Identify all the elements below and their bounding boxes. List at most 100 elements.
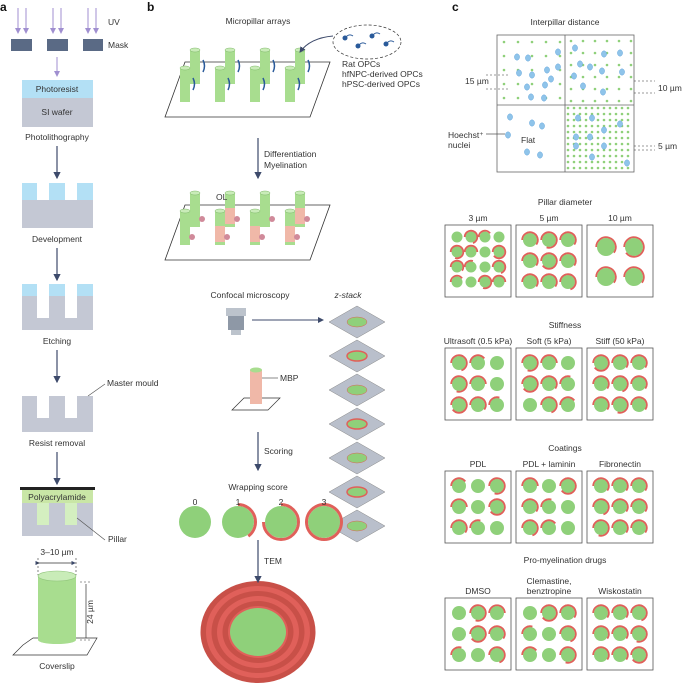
myelin-wrap	[521, 252, 539, 267]
myelin-wrap	[463, 259, 474, 268]
myelin-wrap	[521, 625, 533, 635]
pillar	[632, 627, 646, 641]
pillar-dot	[581, 75, 585, 79]
pillar-dot	[502, 82, 506, 86]
panel-b: b Micropillar arrays Rat OPCs hfNPC-deri…	[147, 0, 423, 683]
pillar-width-label: 3–10 µm	[40, 547, 73, 557]
myelin-wrap	[540, 498, 552, 508]
opc-process	[344, 34, 354, 39]
pillar-cast	[37, 503, 49, 525]
opc-cell	[262, 77, 266, 91]
nucleus	[525, 54, 531, 62]
pillar-dot	[602, 148, 606, 152]
pillar-dot	[590, 166, 594, 170]
wrapping-score-title: Wrapping score	[228, 482, 288, 492]
pillar	[452, 500, 466, 514]
pillar	[632, 606, 646, 620]
pillar-dot	[602, 136, 606, 140]
pillar-dot	[614, 118, 618, 122]
pillar-dot	[608, 148, 612, 152]
master-mould	[22, 396, 93, 432]
myelin-wrap	[630, 646, 648, 664]
nucleus	[601, 142, 607, 150]
myelin-wrap	[540, 354, 558, 364]
pillar	[561, 500, 575, 514]
pillar-dot	[617, 63, 621, 67]
pillar	[523, 500, 537, 514]
pillar-dot	[602, 124, 606, 128]
pillar	[180, 68, 190, 102]
pillar-dot	[620, 130, 624, 134]
interpillar-title: Interpillar distance	[531, 17, 600, 27]
pillar	[632, 479, 646, 493]
nucleus	[555, 63, 561, 71]
pillar	[523, 233, 537, 247]
pillar-dot	[590, 124, 594, 128]
pillar-dot	[593, 63, 597, 67]
pillar-dot	[584, 124, 588, 128]
pillar-dot	[596, 130, 600, 134]
pillar-dot	[602, 154, 606, 158]
pillar	[523, 648, 537, 662]
photoresist-layer	[22, 80, 93, 98]
objective-icon	[226, 308, 246, 335]
myelin-wrap	[521, 375, 539, 393]
pillar-dot	[566, 124, 570, 128]
nucleus	[505, 131, 511, 139]
condition-label: PDL	[470, 459, 487, 469]
pillar	[594, 398, 608, 412]
condition-label: PDL + laminin	[523, 459, 576, 469]
condition-group: Pro-myelination drugsDMSOClemastine,benz…	[444, 555, 654, 671]
pillar-dot	[530, 40, 534, 44]
pillar-dot	[602, 166, 606, 170]
pillar	[471, 398, 485, 412]
pillar	[542, 377, 556, 391]
pillar-dot	[578, 160, 582, 164]
pillar	[451, 246, 463, 258]
pillar-dot	[605, 87, 609, 91]
myelin-wrap	[559, 231, 577, 246]
pillar-dot	[596, 154, 600, 158]
pillar-dot	[614, 130, 618, 134]
nucleus	[599, 67, 605, 75]
pillar-dot	[596, 124, 600, 128]
pillar-section	[346, 418, 368, 430]
myelin-wrap	[595, 236, 617, 254]
pillar	[479, 231, 491, 243]
pillar	[471, 479, 485, 493]
pillar-dot	[608, 124, 612, 128]
pillar-dot	[578, 130, 582, 134]
nucleus	[601, 126, 607, 134]
score-label: 2	[279, 497, 284, 507]
pillar-dot	[620, 154, 624, 158]
myelin-wrap	[477, 274, 493, 290]
pillar	[180, 211, 190, 245]
pillar	[452, 648, 466, 662]
pillar-dot	[566, 166, 570, 170]
pillar-dot	[572, 106, 576, 110]
cell-source: hPSC-derived OPCs	[342, 79, 420, 89]
myelin-wrap	[592, 396, 610, 411]
pillar-dot	[626, 148, 630, 152]
myelin-wrap	[488, 477, 506, 495]
panel-a: a UV Mask Photoresist SI wafer Photolith…	[0, 0, 159, 671]
oligodendrocyte	[199, 216, 205, 222]
group-title: Pro-myelination drugs	[524, 555, 607, 565]
resist-block	[49, 183, 65, 200]
seeding-arrow	[299, 35, 334, 53]
mould-body	[22, 503, 93, 536]
pillar-dot	[584, 106, 588, 110]
scoring-label: Scoring	[264, 446, 293, 456]
pillar	[613, 356, 627, 370]
pillar-dot	[581, 51, 585, 55]
myelin-wrap	[488, 498, 506, 516]
myelin-wrap	[559, 625, 577, 643]
pillar-dot	[584, 136, 588, 140]
pillar	[523, 398, 537, 412]
pillar-top	[179, 65, 191, 71]
polyacrylamide-label: Polyacrylamide	[28, 492, 86, 502]
pillar	[451, 276, 463, 288]
myelin-wrap	[559, 252, 577, 267]
pillar-dot	[502, 96, 506, 100]
pillar	[594, 479, 608, 493]
